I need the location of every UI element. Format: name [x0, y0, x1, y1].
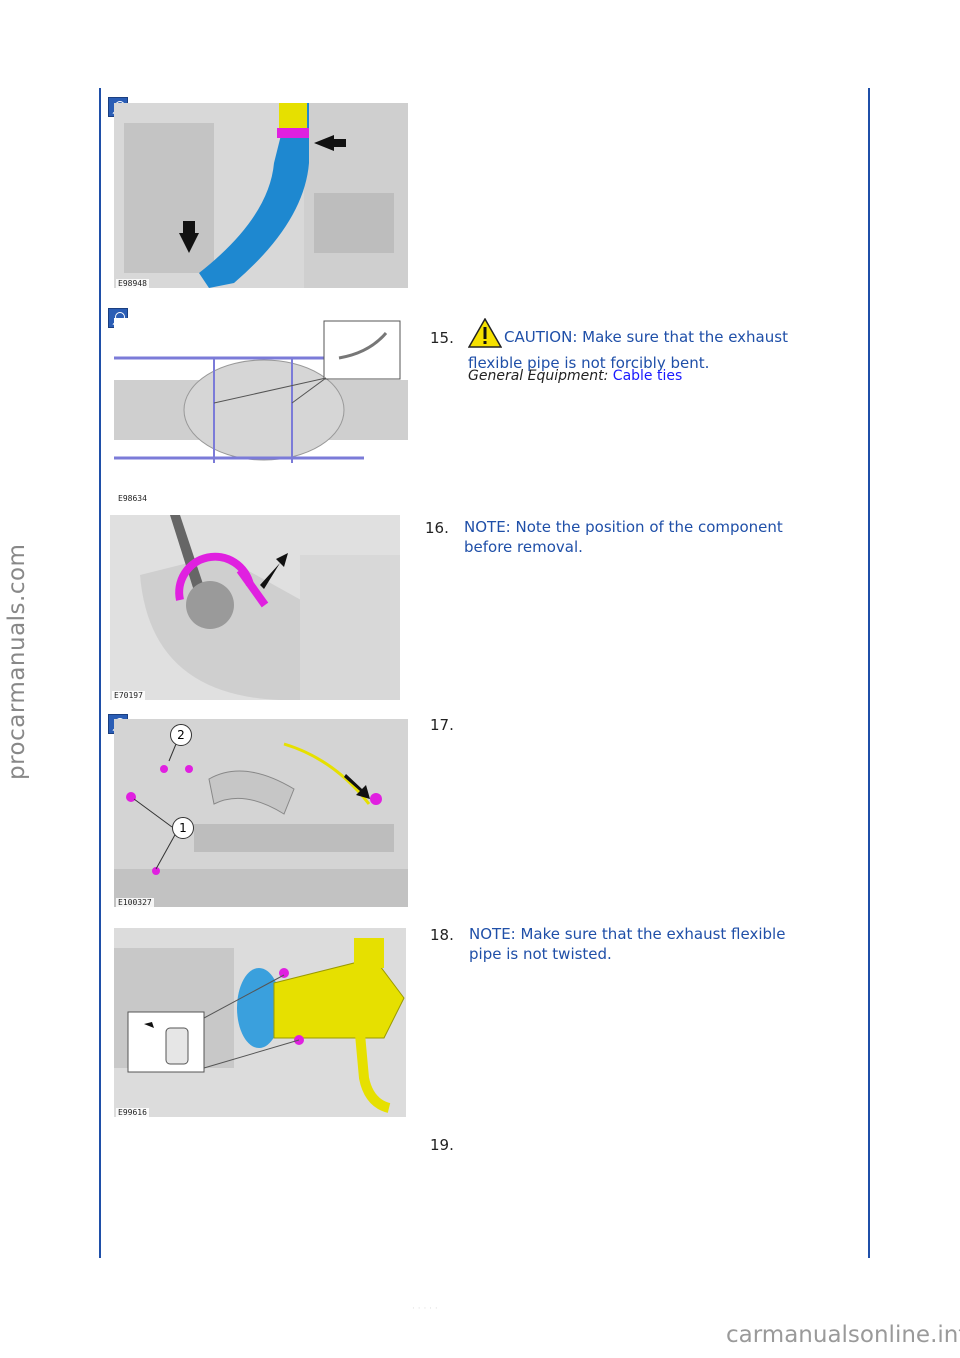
general-equipment: General Equipment: Cable ties [468, 368, 682, 384]
step-number: 15. [430, 329, 454, 347]
figure-code: E100327 [116, 898, 154, 907]
figure-e98634: E98634 [114, 318, 408, 503]
catalytic-converter-illustration [114, 320, 408, 463]
note-text-line1: NOTE: Note the position of the component [464, 518, 783, 536]
figure-e99616: E99616 [114, 928, 406, 1117]
caution-label: CAUTION: [504, 328, 578, 346]
right-margin-rule [868, 88, 870, 1258]
note-text-line1: NOTE: Make sure that the exhaust flexibl… [469, 925, 786, 943]
step-note-text: NOTE: Make sure that the exhaust flexibl… [469, 924, 829, 964]
note-text-line2: before removal. [464, 538, 583, 556]
engine-pipe-illustration [114, 103, 408, 288]
callout-one: 1 [172, 817, 194, 839]
note-text-line2: pipe is not twisted. [469, 945, 612, 963]
step-number: 17. [430, 716, 454, 734]
figure-code: E99616 [116, 1108, 149, 1117]
figure-code: E98948 [116, 279, 149, 288]
exhaust-clamp-illustration [110, 515, 400, 700]
step-caution-text: CAUTION: Make sure that the exhaust flex… [467, 317, 828, 373]
page-footer-faint: · · · · · [412, 1304, 438, 1314]
step-number: 16. [425, 519, 449, 537]
flexible-pipe-illustration [114, 928, 406, 1117]
figure-e70197: E70197 [110, 515, 400, 700]
step-note-text: NOTE: Note the position of the component… [464, 517, 824, 557]
figure-e100327: 2 1 E100327 [114, 719, 408, 907]
callout-two: 2 [170, 724, 192, 746]
figure-code: E98634 [116, 494, 149, 503]
step-number: 18. [430, 926, 454, 944]
warning-icon [467, 317, 503, 353]
left-margin-rule [99, 88, 101, 1258]
caution-text-line2: flexible pipe is not forcibly bent. [468, 354, 710, 372]
figure-e98948: E98948 [114, 103, 408, 288]
step-number: 19. [430, 1136, 454, 1154]
equipment-link-cable-ties[interactable]: Cable ties [612, 368, 683, 384]
caution-text-line1: Make sure that the exhaust [577, 328, 788, 346]
bottom-watermark: carmanualsonline.info [726, 1322, 960, 1348]
exhaust-bracket-illustration [114, 719, 408, 907]
equipment-label: General Equipment: [468, 368, 609, 384]
figure-code: E70197 [112, 691, 145, 700]
side-watermark: procarmanuals.com [4, 543, 30, 780]
